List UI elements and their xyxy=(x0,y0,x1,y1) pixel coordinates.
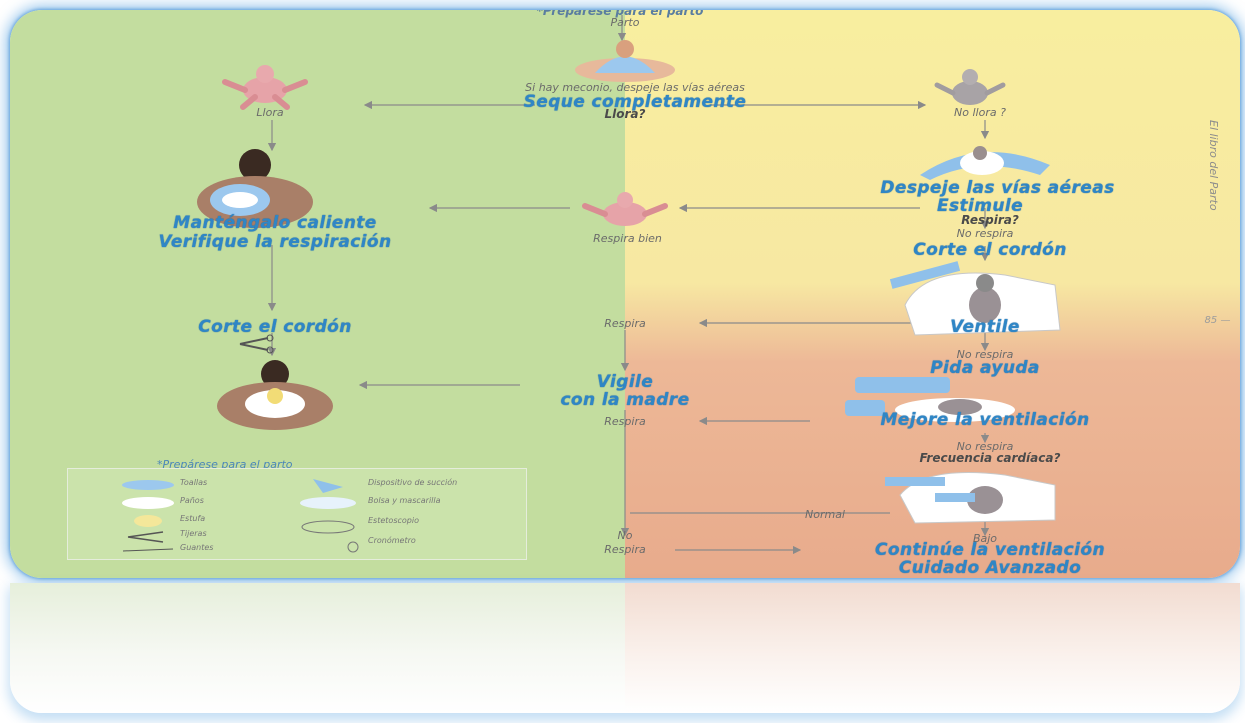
step-dry: Seque completamente xyxy=(523,92,747,112)
non-crying-baby-icon xyxy=(934,69,1006,105)
label-low: Bajo xyxy=(972,532,998,545)
legend-title: *Prepárese para el parto xyxy=(157,458,293,471)
page-marker: 85 — xyxy=(1204,315,1231,326)
legend-icons-right xyxy=(300,479,359,553)
label-breathing-well: Respira bien xyxy=(593,232,662,245)
label-no-breathing: Respira xyxy=(604,543,646,556)
label-breathing-1: Respira xyxy=(604,317,646,330)
step-monitor-1: Vigile xyxy=(596,372,654,392)
improve-ventilation-icon xyxy=(845,377,1015,422)
legend-box: Toallas Paños Estufa Tijeras Guantes Dis… xyxy=(67,468,527,560)
label-normal: Normal xyxy=(805,508,845,521)
step-stimulate: Estimule xyxy=(936,196,1024,216)
legend-item-stethoscope: Estetoscopio xyxy=(368,516,419,525)
step-cut-cord-left: Corte el cordón xyxy=(198,317,352,337)
warming-baby-icon xyxy=(197,149,313,228)
reflection xyxy=(10,583,1240,713)
step-check-breathing: Verifique la respiración xyxy=(158,232,392,252)
step-ask-help: Pida ayuda xyxy=(930,358,1040,378)
legend-icons-left xyxy=(122,480,174,552)
step-continue-ventilation: Continúe la ventilación xyxy=(875,540,1105,560)
legend-item-heater: Estufa xyxy=(180,514,206,523)
step-advanced-care: Cuidado Avanzado xyxy=(898,558,1082,578)
mother-baby-icon xyxy=(575,40,675,82)
legend-item-scissors: Tijeras xyxy=(180,529,207,538)
breathing-baby-icon xyxy=(582,192,668,226)
step-keep-warm: Manténgalo caliente xyxy=(173,213,377,233)
top-subtitle: Parto xyxy=(610,16,640,29)
label-no: No xyxy=(617,529,633,542)
top-title: *Prepárese para el parto xyxy=(536,10,704,18)
side-text: El libro del Parto xyxy=(1207,120,1220,211)
label-not-breathing-3: No respira xyxy=(956,440,1014,453)
question-heart-rate: Frecuencia cardíaca? xyxy=(919,451,1061,465)
legend-item-bag-mask: Bolsa y mascarilla xyxy=(368,496,441,505)
label-cries: Llora xyxy=(256,106,284,119)
ventilation-icon xyxy=(889,261,1061,336)
step-clear-airway: Despeje las vías aéreas xyxy=(880,178,1115,198)
flowchart-card: *Prepárese para el parto Parto Si hay me… xyxy=(10,10,1240,578)
label-breathing-2: Respira xyxy=(604,415,646,428)
flow-connectors xyxy=(267,15,990,555)
label-not-breathing-1: No respira xyxy=(956,227,1014,240)
step-cut-cord-right: Corte el cordón xyxy=(913,240,1067,260)
label-not-breathing-2: No respira xyxy=(956,348,1014,361)
step-improve-ventilation: Mejore la ventilación xyxy=(880,410,1090,430)
step-monitor-2: con la madre xyxy=(560,390,690,410)
legend-item-cloths: Paños xyxy=(180,496,204,505)
legend-item-suction: Dispositivo de succión xyxy=(368,478,458,487)
heart-rate-check-icon xyxy=(885,472,1056,524)
question-cries: Llora? xyxy=(604,107,646,121)
mother-holding-baby-icon xyxy=(217,360,333,430)
label-no-cries: No llora ? xyxy=(954,106,1006,119)
step-ventilate: Ventile xyxy=(950,317,1020,337)
crying-baby-icon xyxy=(222,65,308,110)
legend-item-timer: Cronómetro xyxy=(368,536,416,545)
meconium-note: Si hay meconio, despeje las vías aéreas xyxy=(525,81,745,94)
legend-item-gloves: Guantes xyxy=(180,543,214,552)
question-breathing: Respira? xyxy=(961,213,1019,227)
scissors-icon xyxy=(239,334,274,354)
stimulate-baby-icon xyxy=(920,146,1050,180)
legend-item-towels: Toallas xyxy=(180,478,208,487)
